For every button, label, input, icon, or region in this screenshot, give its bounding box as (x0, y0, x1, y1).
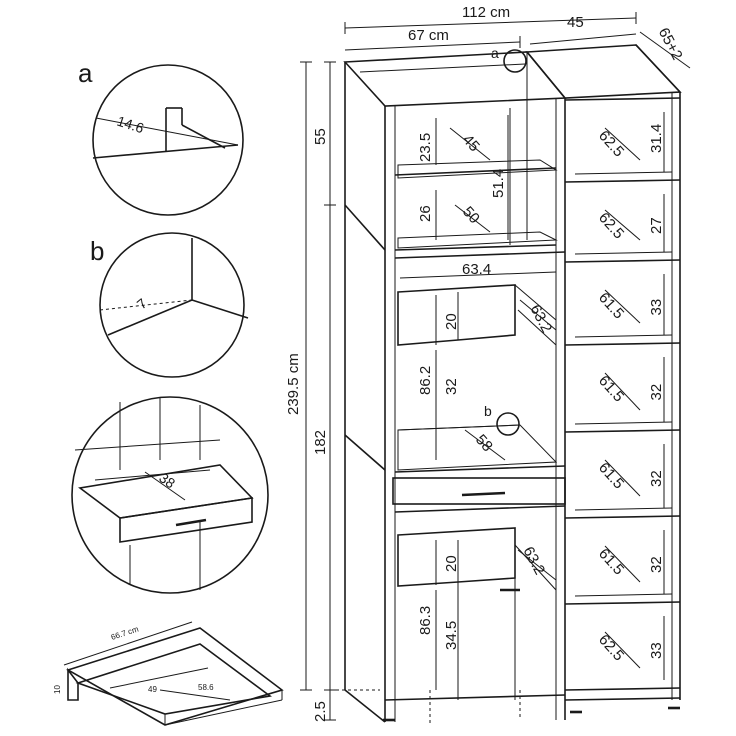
callout-b-label: b (484, 403, 492, 419)
right-shelf-line (564, 259, 681, 263)
right-shelf-diag (604, 631, 641, 669)
upper-door-diag-label: 63.2 (526, 302, 555, 336)
right-shelf-depth-label: 62.5 (595, 127, 627, 160)
right-shelf-line (564, 601, 681, 605)
right-shelf-depth-label: 61.5 (595, 545, 627, 578)
right-shelf-height-label: 32 (648, 470, 665, 487)
detail-b-dim: 7 (134, 295, 150, 312)
right-shelf-diag (604, 289, 641, 324)
upper-comp-height-label: 51.4 (490, 169, 507, 198)
upper-height-label: 55 (312, 128, 329, 145)
right-shelf-diag (604, 209, 641, 241)
lower-height-label: 182 (312, 430, 329, 455)
upper-door-20-label: 20 (443, 313, 460, 330)
detail-a-dim: 14.6 (115, 113, 146, 137)
right-shelf-depth-label: 62.5 (595, 631, 627, 664)
right-shelf-depth-label: 61.5 (595, 372, 627, 405)
lower-door-diag-label: 63.2 (519, 544, 548, 578)
callout-a-label: a (491, 45, 499, 61)
height-dimensions: 239.5 cm 55 182 2.5 (285, 61, 380, 722)
mid-depth-label: 58 (472, 431, 496, 455)
drawer-box: 66.7 cm 10 49 58.6 (53, 621, 284, 726)
right-shelves: 62.5 31.4 62.5 27 61.5 33 61.5 32 61.5 32 61.5 32 62… (564, 97, 681, 691)
second-shelf-height-label: 26 (417, 205, 434, 222)
right-shelf-diag (604, 372, 641, 411)
detail-b-letter: b (90, 236, 104, 266)
right-shelf-height-label: 32 (648, 556, 665, 573)
right-shelf-height-label: 33 (648, 642, 665, 659)
right-shelf-back (574, 171, 673, 175)
depth-label: 65+2 (655, 25, 686, 63)
left-width-label: 67 cm (408, 27, 449, 44)
right-cabinet: 62.5 31.4 62.5 27 61.5 33 61.5 32 61.5 32 61.5 32 62… (525, 44, 682, 714)
drawer-box-depth-label: 49 (148, 685, 157, 694)
total-height-label: 239.5 cm (285, 353, 302, 415)
mid-height-label: 32 (443, 378, 460, 395)
right-shelf-height-label: 32 (648, 384, 665, 401)
detail-a-letter: a (78, 58, 93, 88)
inner-width-label: 63.4 (462, 261, 491, 278)
right-shelf-back (574, 507, 673, 511)
lower-door-20-label: 20 (443, 555, 460, 572)
base-height-label: 2.5 (312, 701, 329, 722)
right-shelf-line (564, 687, 681, 691)
right-shelf-back (574, 334, 673, 338)
right-width-label: 45 (567, 14, 584, 31)
right-shelf-line (564, 179, 681, 183)
detail-a: a 14.6 (78, 58, 244, 216)
right-shelf-line (564, 515, 681, 519)
right-shelf-line (564, 429, 681, 433)
right-shelf-depth-label: 61.5 (595, 459, 627, 492)
right-shelf-diag (604, 127, 641, 161)
right-shelf-back (574, 251, 673, 255)
right-shelf-height-label: 33 (648, 299, 665, 316)
right-shelf-diag (604, 545, 641, 583)
right-shelf-height-label: 31.4 (648, 124, 665, 153)
right-shelf-back (574, 593, 673, 597)
right-shelf-line (564, 97, 681, 101)
upper-door-height-label: 86.2 (417, 366, 434, 395)
drawer-box-width-label: 66.7 cm (110, 624, 140, 641)
right-shelf-depth-label: 62.5 (595, 209, 627, 242)
drawer-box-height-label: 10 (53, 685, 62, 694)
top-shelf-height-label: 23.5 (417, 133, 434, 162)
detail-drawer: 38 (71, 396, 269, 594)
low-height-label: 34.5 (443, 621, 460, 650)
left-cabinet: 63.4 23.5 (343, 45, 567, 725)
right-shelf-back (574, 421, 673, 425)
right-shelf-diag (604, 459, 641, 497)
total-width-label: 112 cm (462, 4, 510, 21)
right-shelf-height-label: 27 (648, 217, 665, 234)
lower-door-height-label: 86.3 (417, 606, 434, 635)
right-shelf-line (564, 342, 681, 346)
drawer-box-inner-width-label: 58.6 (198, 683, 214, 692)
right-shelf-depth-label: 61.5 (595, 289, 627, 322)
detail-b: b 7 (90, 232, 249, 378)
